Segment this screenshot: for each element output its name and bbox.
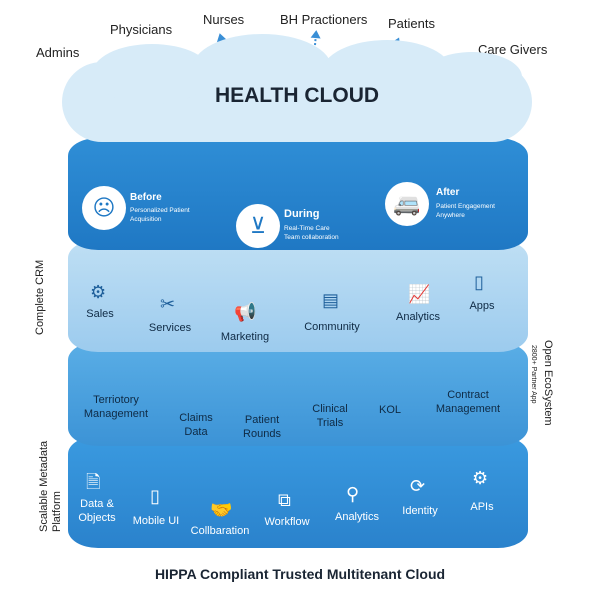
crm-sales: Sales: [86, 308, 114, 320]
role-physicians: Physicians: [110, 22, 173, 37]
role-nurses: Nurses: [203, 12, 245, 27]
crm-apps: Apps: [469, 300, 495, 312]
workflow-icon: ⧉: [278, 490, 291, 510]
mobile-ui-icon: ▯: [150, 486, 160, 506]
health-cloud: HEALTH CLOUD: [62, 34, 532, 142]
after-title: After: [436, 187, 460, 198]
platform-mobile-ui: Mobile UI: [132, 515, 180, 527]
handshake-icon: 🤝: [210, 500, 233, 520]
sick-face-icon: ☹: [82, 186, 126, 230]
platform-identity: Identity: [402, 505, 438, 517]
crm-marketing: Marketing: [220, 331, 270, 343]
before-title: Before: [130, 192, 162, 203]
api-icon: ⚙: [472, 468, 489, 488]
caption: HIPPA Compliant Trusted Multitenant Clou…: [154, 566, 446, 582]
mobile-icon: ▯: [474, 272, 484, 292]
stretcher-icon: ⊻: [236, 204, 280, 248]
role-care-givers: Care Givers: [478, 42, 548, 57]
cloud-title: HEALTH CLOUD: [214, 84, 380, 107]
eco-kol: KOL: [378, 404, 401, 416]
during-title: During: [284, 208, 320, 220]
analytics-search-icon: ⚲: [346, 484, 360, 504]
role-patients: Patients: [388, 16, 435, 31]
crm-analytics: Analytics: [395, 311, 441, 323]
ambulance-icon: 🚐: [385, 182, 429, 226]
platform-apis: APIs: [470, 501, 494, 513]
platform-data-objects: Data &Objects: [78, 498, 116, 524]
role-bh-practioners: BH Practioners: [280, 12, 368, 27]
crm-layer: [68, 240, 528, 352]
platform-collaboration: Collbaration: [190, 525, 250, 537]
journey-layer: [68, 138, 528, 250]
sales-icon: ⚙: [90, 282, 107, 302]
role-admins: Admins: [36, 45, 80, 60]
crm-community: Community: [304, 321, 360, 333]
megaphone-icon: 📢: [234, 302, 257, 322]
tools-icon: ✂: [160, 294, 176, 314]
ecosystem-side-label: Open EcoSystem: [542, 340, 554, 426]
platform-layer: [68, 436, 528, 548]
document-icon: 🗎: [86, 472, 101, 492]
identity-icon: ⟳: [410, 476, 426, 496]
crm-side-label: Complete CRM: [34, 259, 46, 335]
analytics-icon: 📈: [408, 284, 431, 304]
crm-services: Services: [148, 322, 192, 334]
platform-analytics: Analytics: [334, 511, 380, 523]
ecosystem-side-sub: 2800+ Partner App: [530, 345, 537, 404]
community-icon: ▤: [322, 290, 340, 310]
platform-workflow: Workflow: [264, 516, 310, 528]
ecosystem-layer: [68, 342, 528, 446]
